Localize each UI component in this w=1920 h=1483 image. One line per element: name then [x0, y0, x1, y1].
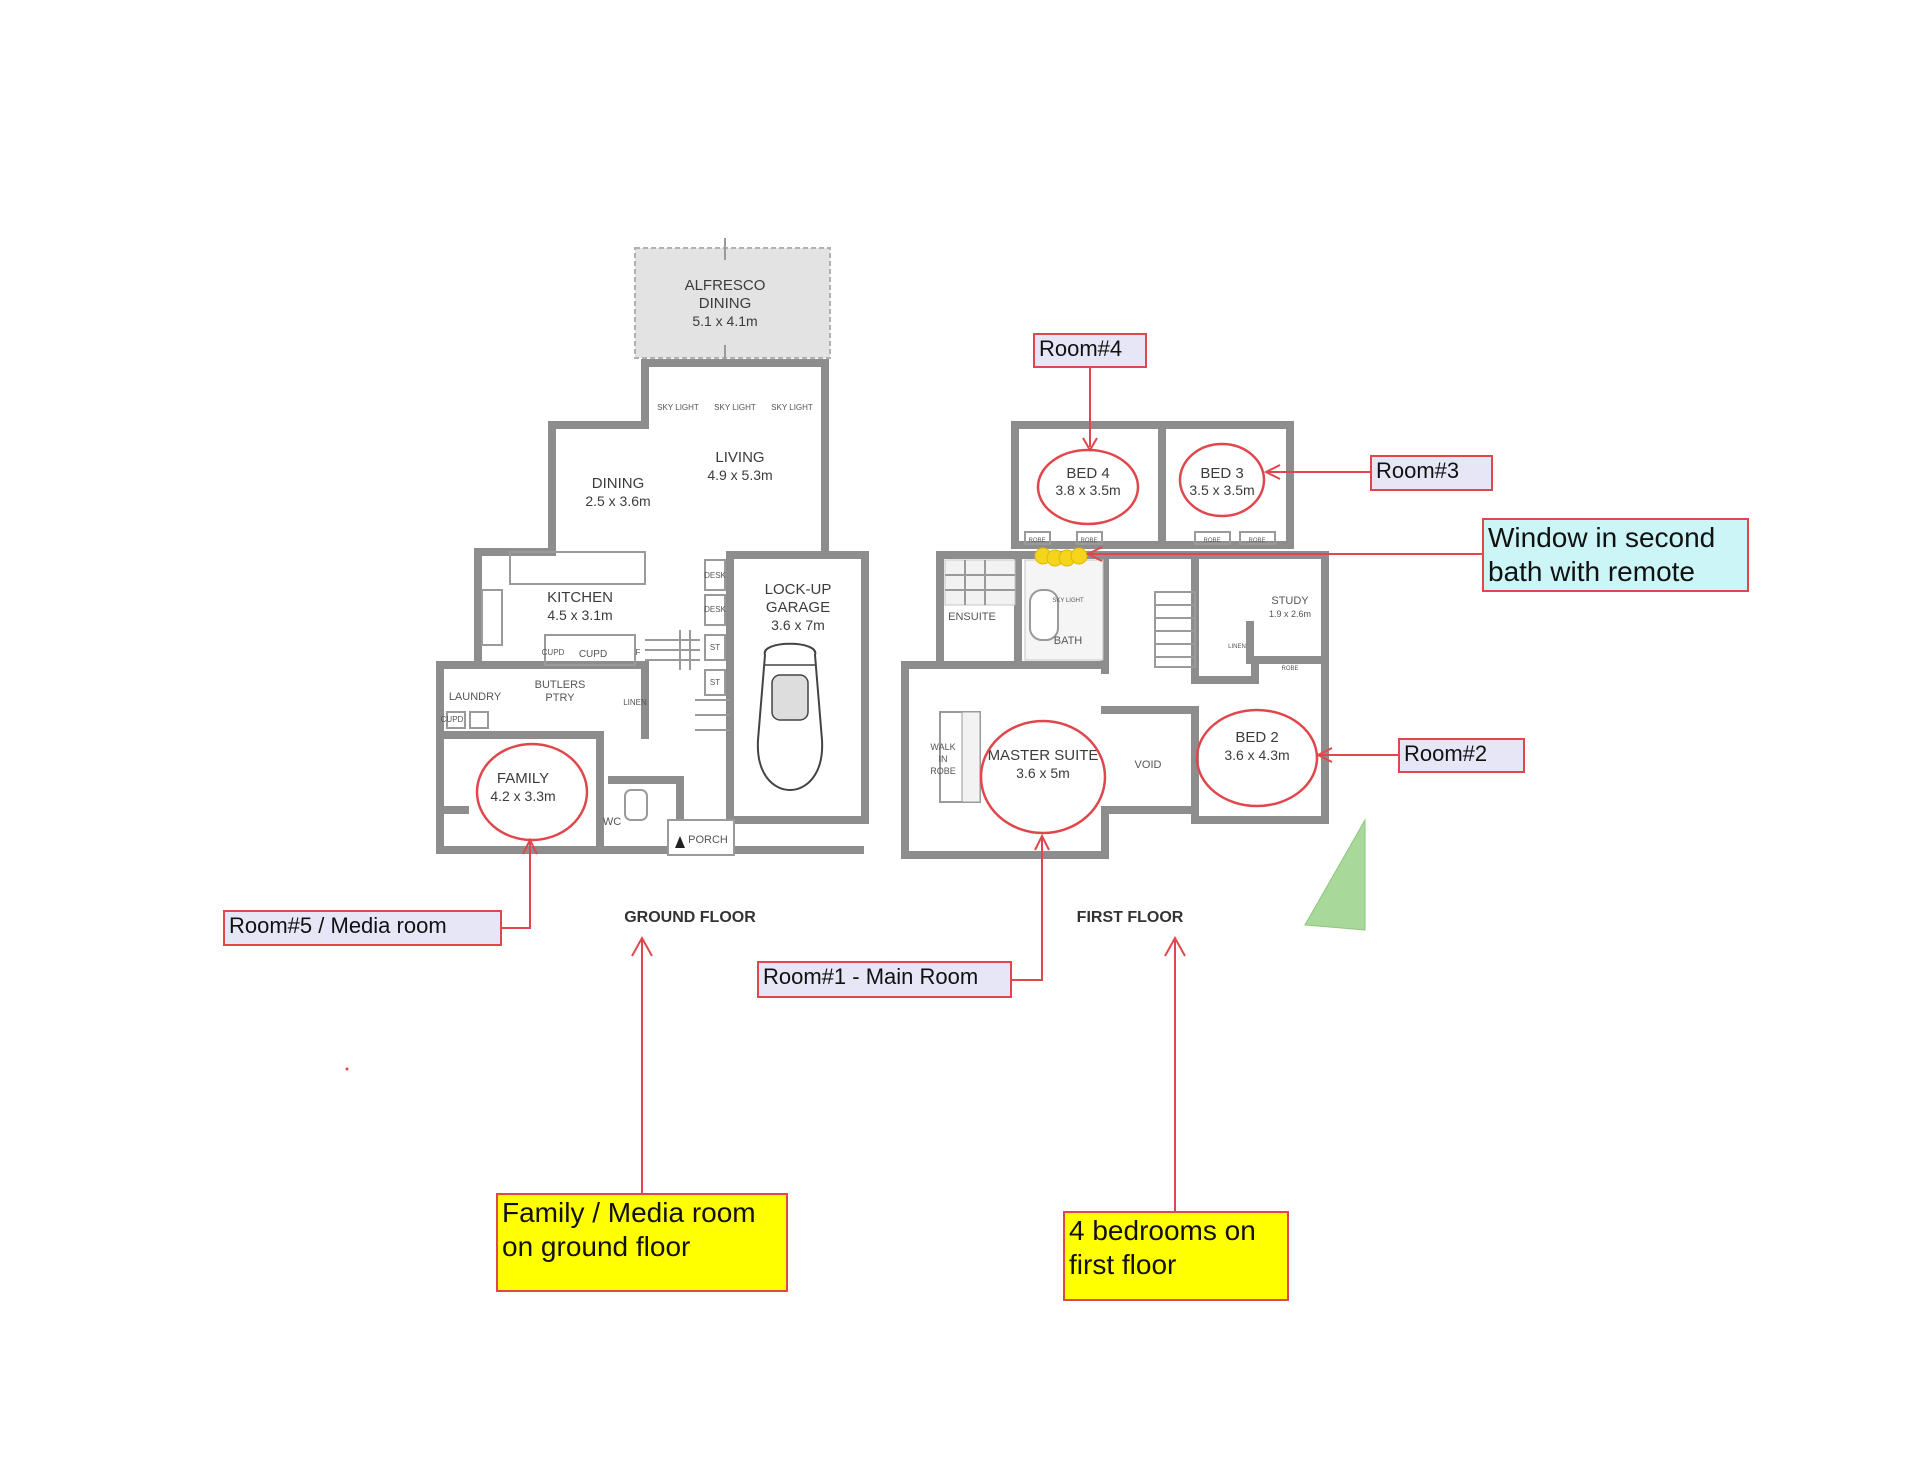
ground-stairs	[645, 630, 730, 731]
first-floor-labels: BED 4 3.8 x 3.5m BED 3 3.5 x 3.5m ENSUIT…	[930, 465, 1311, 926]
room-dims: 3.6 x 7m	[771, 617, 825, 633]
family-highlight-circle	[475, 742, 589, 842]
alfresco-area	[634, 247, 831, 359]
room-dims: 3.8 x 3.5m	[1055, 482, 1120, 498]
room-dims: 4.2 x 3.3m	[490, 788, 555, 804]
room1-callout: Room#1 - Main Room	[757, 961, 1012, 998]
room-name: IN	[939, 754, 948, 764]
room1-callout-text: Room#1 - Main Room	[763, 964, 979, 989]
room-name: ROBE	[930, 766, 956, 776]
map-edge-shape	[1304, 818, 1366, 931]
skylight-label: SKY LIGHT	[714, 403, 756, 412]
room-dims: 3.6 x 4.3m	[1224, 747, 1289, 763]
bed3-highlight-circle	[1178, 442, 1266, 518]
room-name: BATH	[1054, 635, 1083, 647]
first-floor-plan	[901, 421, 1366, 931]
robe-label: ROBE	[1203, 538, 1220, 544]
cupboard-label: CUPD	[441, 715, 464, 724]
storage-label: ST	[710, 643, 720, 652]
cupboard-label: F	[636, 648, 641, 657]
room-name: BED 3	[1200, 465, 1243, 482]
room-name: LIVING	[715, 449, 764, 466]
cupboard-label: CUPD	[542, 648, 565, 657]
room3-callout-text: Room#3	[1376, 458, 1460, 483]
desk-label: DESK	[704, 605, 726, 614]
ground-floor-outline	[436, 359, 649, 814]
room-dims: 4.5 x 3.1m	[547, 607, 612, 623]
room-dims: 5.1 x 4.1m	[692, 313, 757, 329]
room-name: STUDY	[1271, 595, 1309, 607]
room2-callout: Room#2	[1398, 738, 1525, 773]
skylight-label: SKY LIGHT	[657, 403, 699, 412]
window-note-line1: Window in second	[1488, 522, 1716, 553]
room-name: VOID	[1135, 759, 1162, 771]
master-highlight-circle	[979, 719, 1107, 835]
room-name: GARAGE	[766, 599, 830, 616]
room-name: PORCH	[688, 834, 728, 846]
room-dims: 3.5 x 3.5m	[1189, 482, 1254, 498]
first-floor-title: FIRST FLOOR	[1077, 909, 1184, 926]
family-note-line2: on ground floor	[502, 1230, 691, 1262]
family-note-line1: Family / Media room	[502, 1197, 756, 1228]
linen-label: LINEN	[1228, 644, 1246, 650]
room2-callout-text: Room#2	[1404, 741, 1488, 766]
storage-label: ST	[710, 678, 720, 687]
robe-label: ROBE	[1248, 538, 1265, 544]
room-name: KITCHEN	[547, 589, 613, 606]
robe-label: ROBE	[1028, 538, 1045, 544]
fridge-label: CUPD	[579, 649, 607, 660]
room-name: LAUNDRY	[449, 691, 502, 703]
room-name: ALFRESCO	[685, 277, 766, 294]
ground-floor-title: GROUND FLOOR	[624, 909, 756, 926]
ground-floor-labels: ALFRESCO DINING 5.1 x 4.1m LIVING 4.9 x …	[441, 277, 832, 926]
window-marker-icon	[1034, 547, 1088, 567]
ground-floor-plan	[436, 238, 869, 856]
room-name: FAMILY	[497, 770, 549, 787]
room-name: DINING	[592, 475, 645, 492]
room-name: LOCK-UP	[765, 581, 832, 598]
first-stairs	[1154, 591, 1196, 668]
room-dims: 4.9 x 5.3m	[707, 467, 772, 483]
room5-callout-text: Room#5 / Media room	[229, 913, 447, 938]
room-dims: 1.9 x 2.6m	[1269, 609, 1311, 619]
annotation-marks	[345, 367, 1482, 1211]
skylight-label: SKY LIGHT	[771, 403, 813, 412]
bedrooms-note-callout: 4 bedrooms on first floor	[1063, 1211, 1289, 1301]
bed2-highlight-circle	[1195, 708, 1319, 808]
room4-callout: Room#4	[1033, 333, 1147, 368]
family-note-callout: Family / Media room on ground floor	[496, 1193, 788, 1292]
bedrooms-note-line2: first floor	[1069, 1248, 1177, 1280]
room-name: BED 2	[1235, 729, 1278, 746]
linen-label: LINEN	[623, 698, 647, 707]
window-note-line2: bath with remote	[1488, 555, 1695, 587]
room-dims: 2.5 x 3.6m	[585, 493, 650, 509]
robe-label: ROBE	[1080, 538, 1097, 544]
room-name: ENSUITE	[948, 611, 996, 623]
desk-label: DESK	[704, 571, 726, 580]
robe-label: ROBE	[1281, 666, 1298, 672]
window-note-callout: Window in second bath with remote	[1482, 518, 1749, 592]
room5-callout: Room#5 / Media room	[223, 910, 502, 946]
room3-callout: Room#3	[1370, 455, 1493, 491]
room-name: MASTER SUITE	[988, 747, 1099, 764]
room-dims: 3.6 x 5m	[1016, 765, 1070, 781]
bedrooms-note-line1: 4 bedrooms on	[1069, 1215, 1256, 1246]
room-name: BED 4	[1066, 465, 1109, 482]
room4-callout-text: Room#4	[1039, 336, 1123, 361]
room-name: DINING	[699, 295, 752, 312]
car-icon	[756, 642, 824, 792]
room-name: WC	[603, 816, 621, 828]
room-name: BUTLERS	[535, 679, 586, 691]
skylight-label: SKY LIGHT	[1052, 598, 1084, 604]
room-name: WALK	[930, 742, 955, 752]
room-name: PTRY	[545, 692, 575, 704]
bed4-highlight-circle	[1036, 448, 1140, 526]
